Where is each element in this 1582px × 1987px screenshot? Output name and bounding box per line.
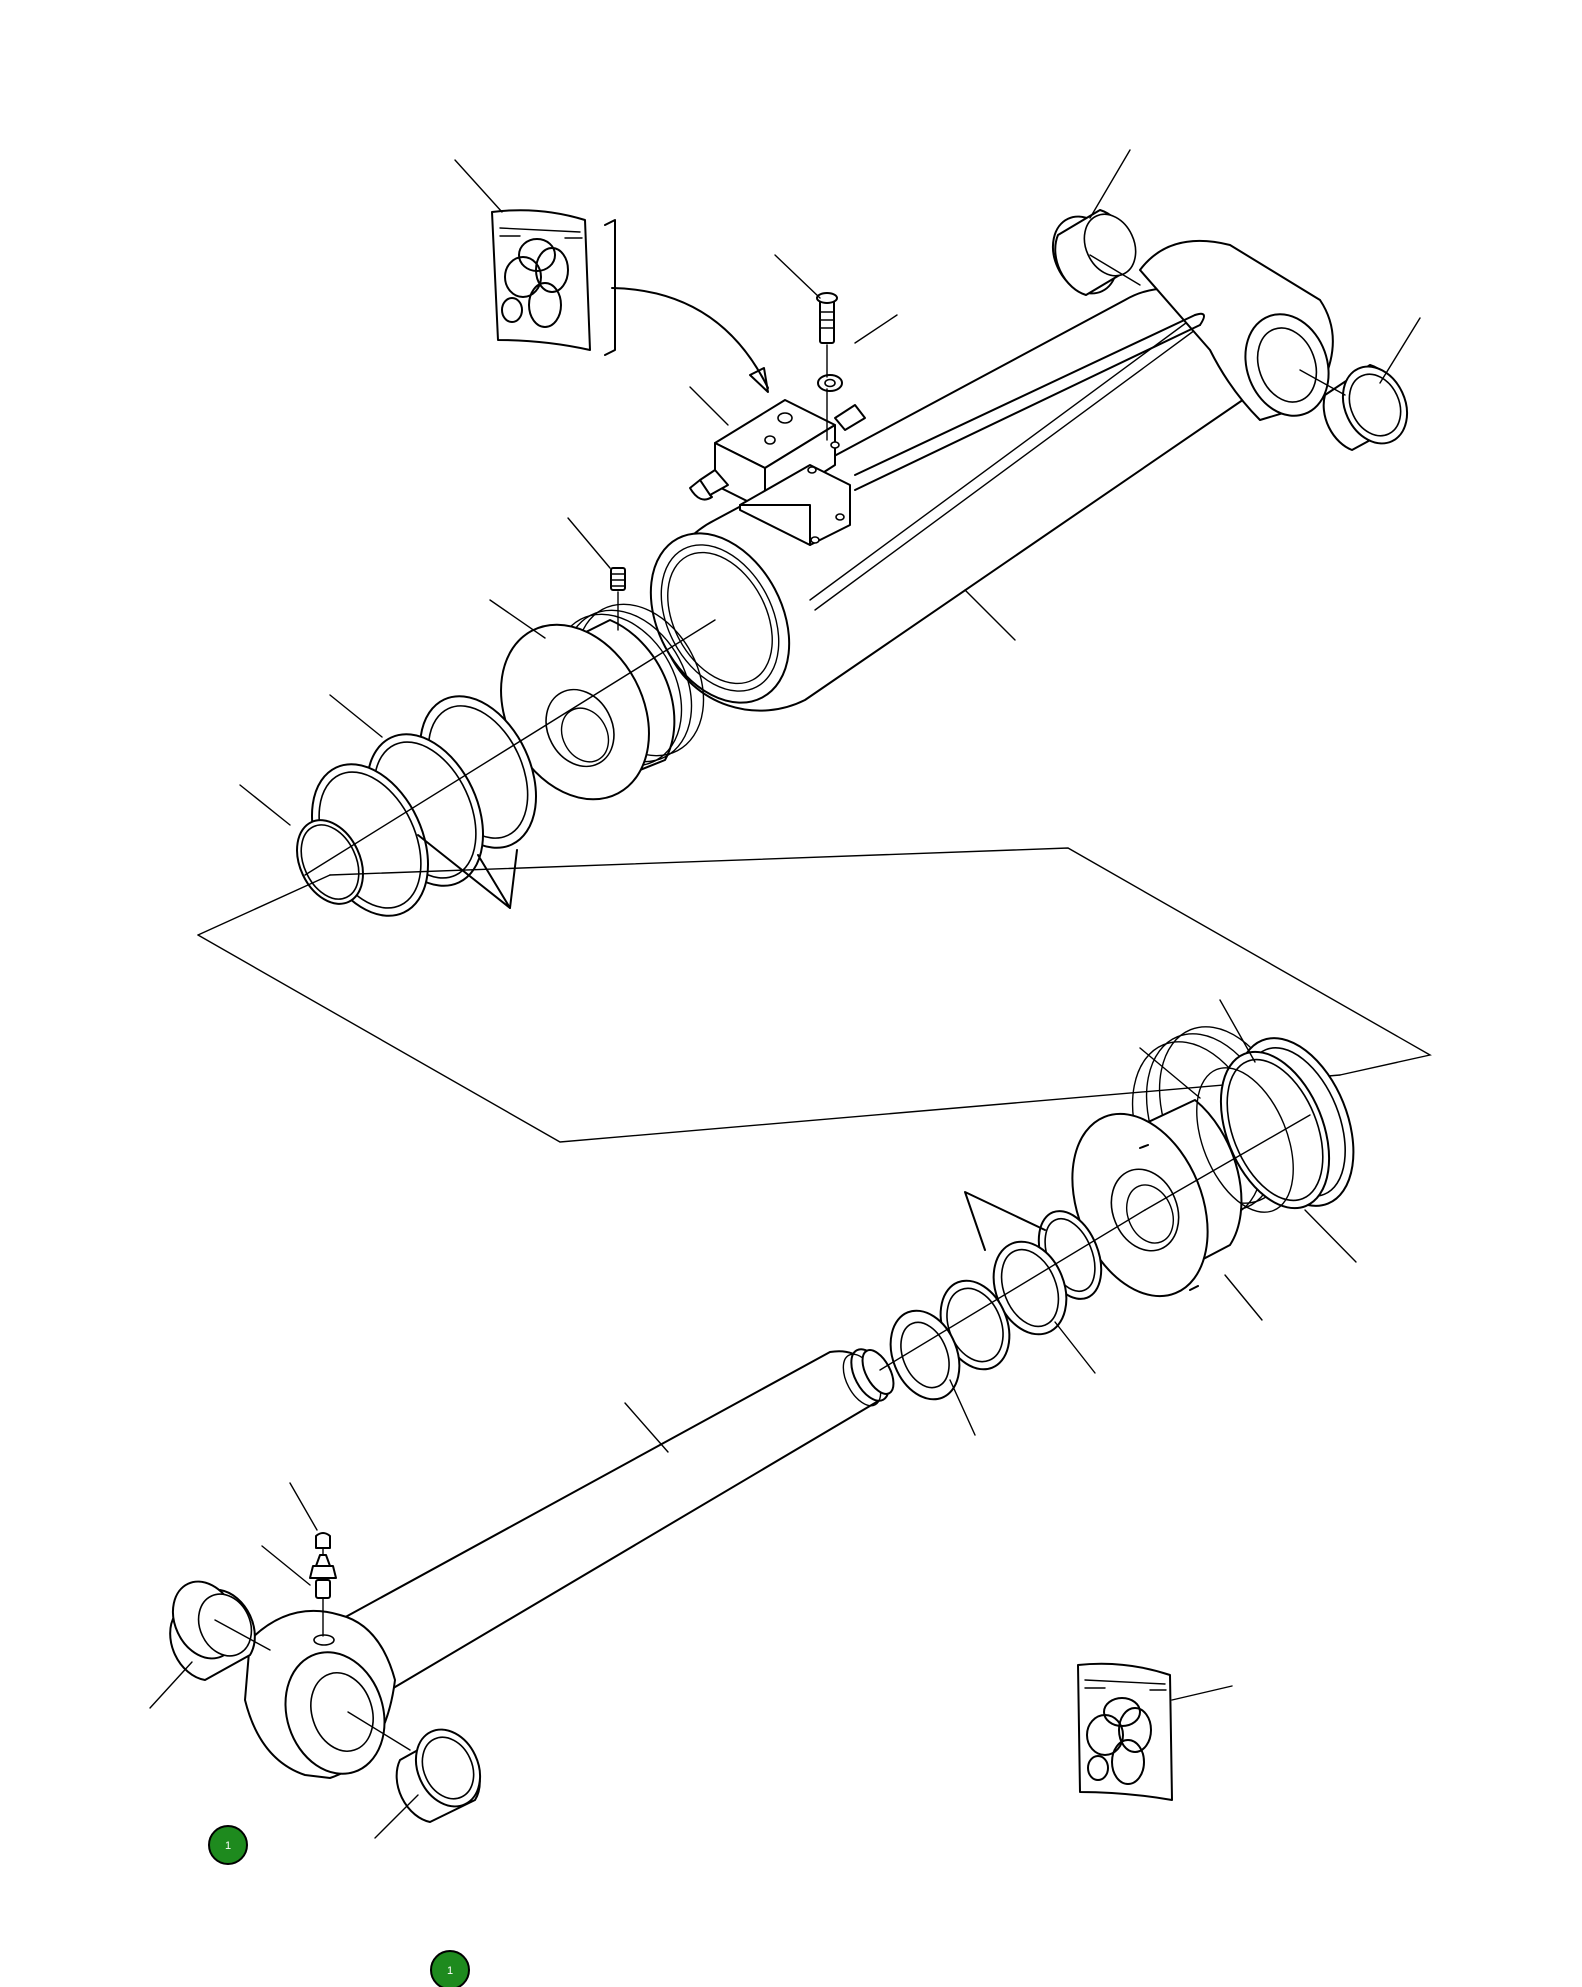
bushing-upper-right xyxy=(1324,356,1419,454)
set-screw xyxy=(611,568,625,590)
cylinder-barrel xyxy=(623,288,1253,726)
cap-screw xyxy=(817,293,837,343)
assembly-axis-lower xyxy=(215,1115,1310,1750)
seal-kit-bracket-upper xyxy=(418,835,517,908)
washer xyxy=(818,375,842,391)
leader-lines-lower xyxy=(150,1000,1356,1838)
kit-to-valve-arrow xyxy=(612,288,768,392)
reference-marker-circle xyxy=(431,1951,469,1987)
piston-seal-rings xyxy=(1178,1021,1377,1226)
grease-fitting-cap xyxy=(316,1533,330,1548)
rod-seal-rings xyxy=(878,1202,1113,1410)
reference-marker[interactable]: 1 xyxy=(431,1951,469,1987)
reference-marker-label: 1 xyxy=(225,1840,231,1852)
reference-marker-label: 1 xyxy=(447,1965,453,1977)
valve-block xyxy=(690,400,865,545)
cylinder-head xyxy=(472,582,729,825)
piston-rod xyxy=(340,1343,900,1690)
grease-fitting xyxy=(310,1555,336,1598)
hydraulic-tube xyxy=(855,314,1204,490)
head-seal-rings xyxy=(284,678,559,935)
cylinder-base-eye xyxy=(1140,241,1342,428)
seal-kit-icon xyxy=(492,210,615,355)
leader-lines-upper xyxy=(240,150,1420,825)
bushing-lower-left xyxy=(161,1571,261,1680)
bushing-lower-right xyxy=(397,1719,492,1822)
seal-kit-icon xyxy=(1078,1664,1172,1800)
assembly-axis-upper xyxy=(305,255,1345,875)
rod-eye xyxy=(245,1611,400,1787)
seal-kit-bracket-lower xyxy=(965,1192,1045,1250)
assembly-connection-outline xyxy=(198,848,1430,1142)
reference-marker-circle xyxy=(209,1826,247,1864)
reference-marker[interactable]: 1 xyxy=(209,1826,247,1864)
bushing-upper-left xyxy=(1041,206,1145,304)
